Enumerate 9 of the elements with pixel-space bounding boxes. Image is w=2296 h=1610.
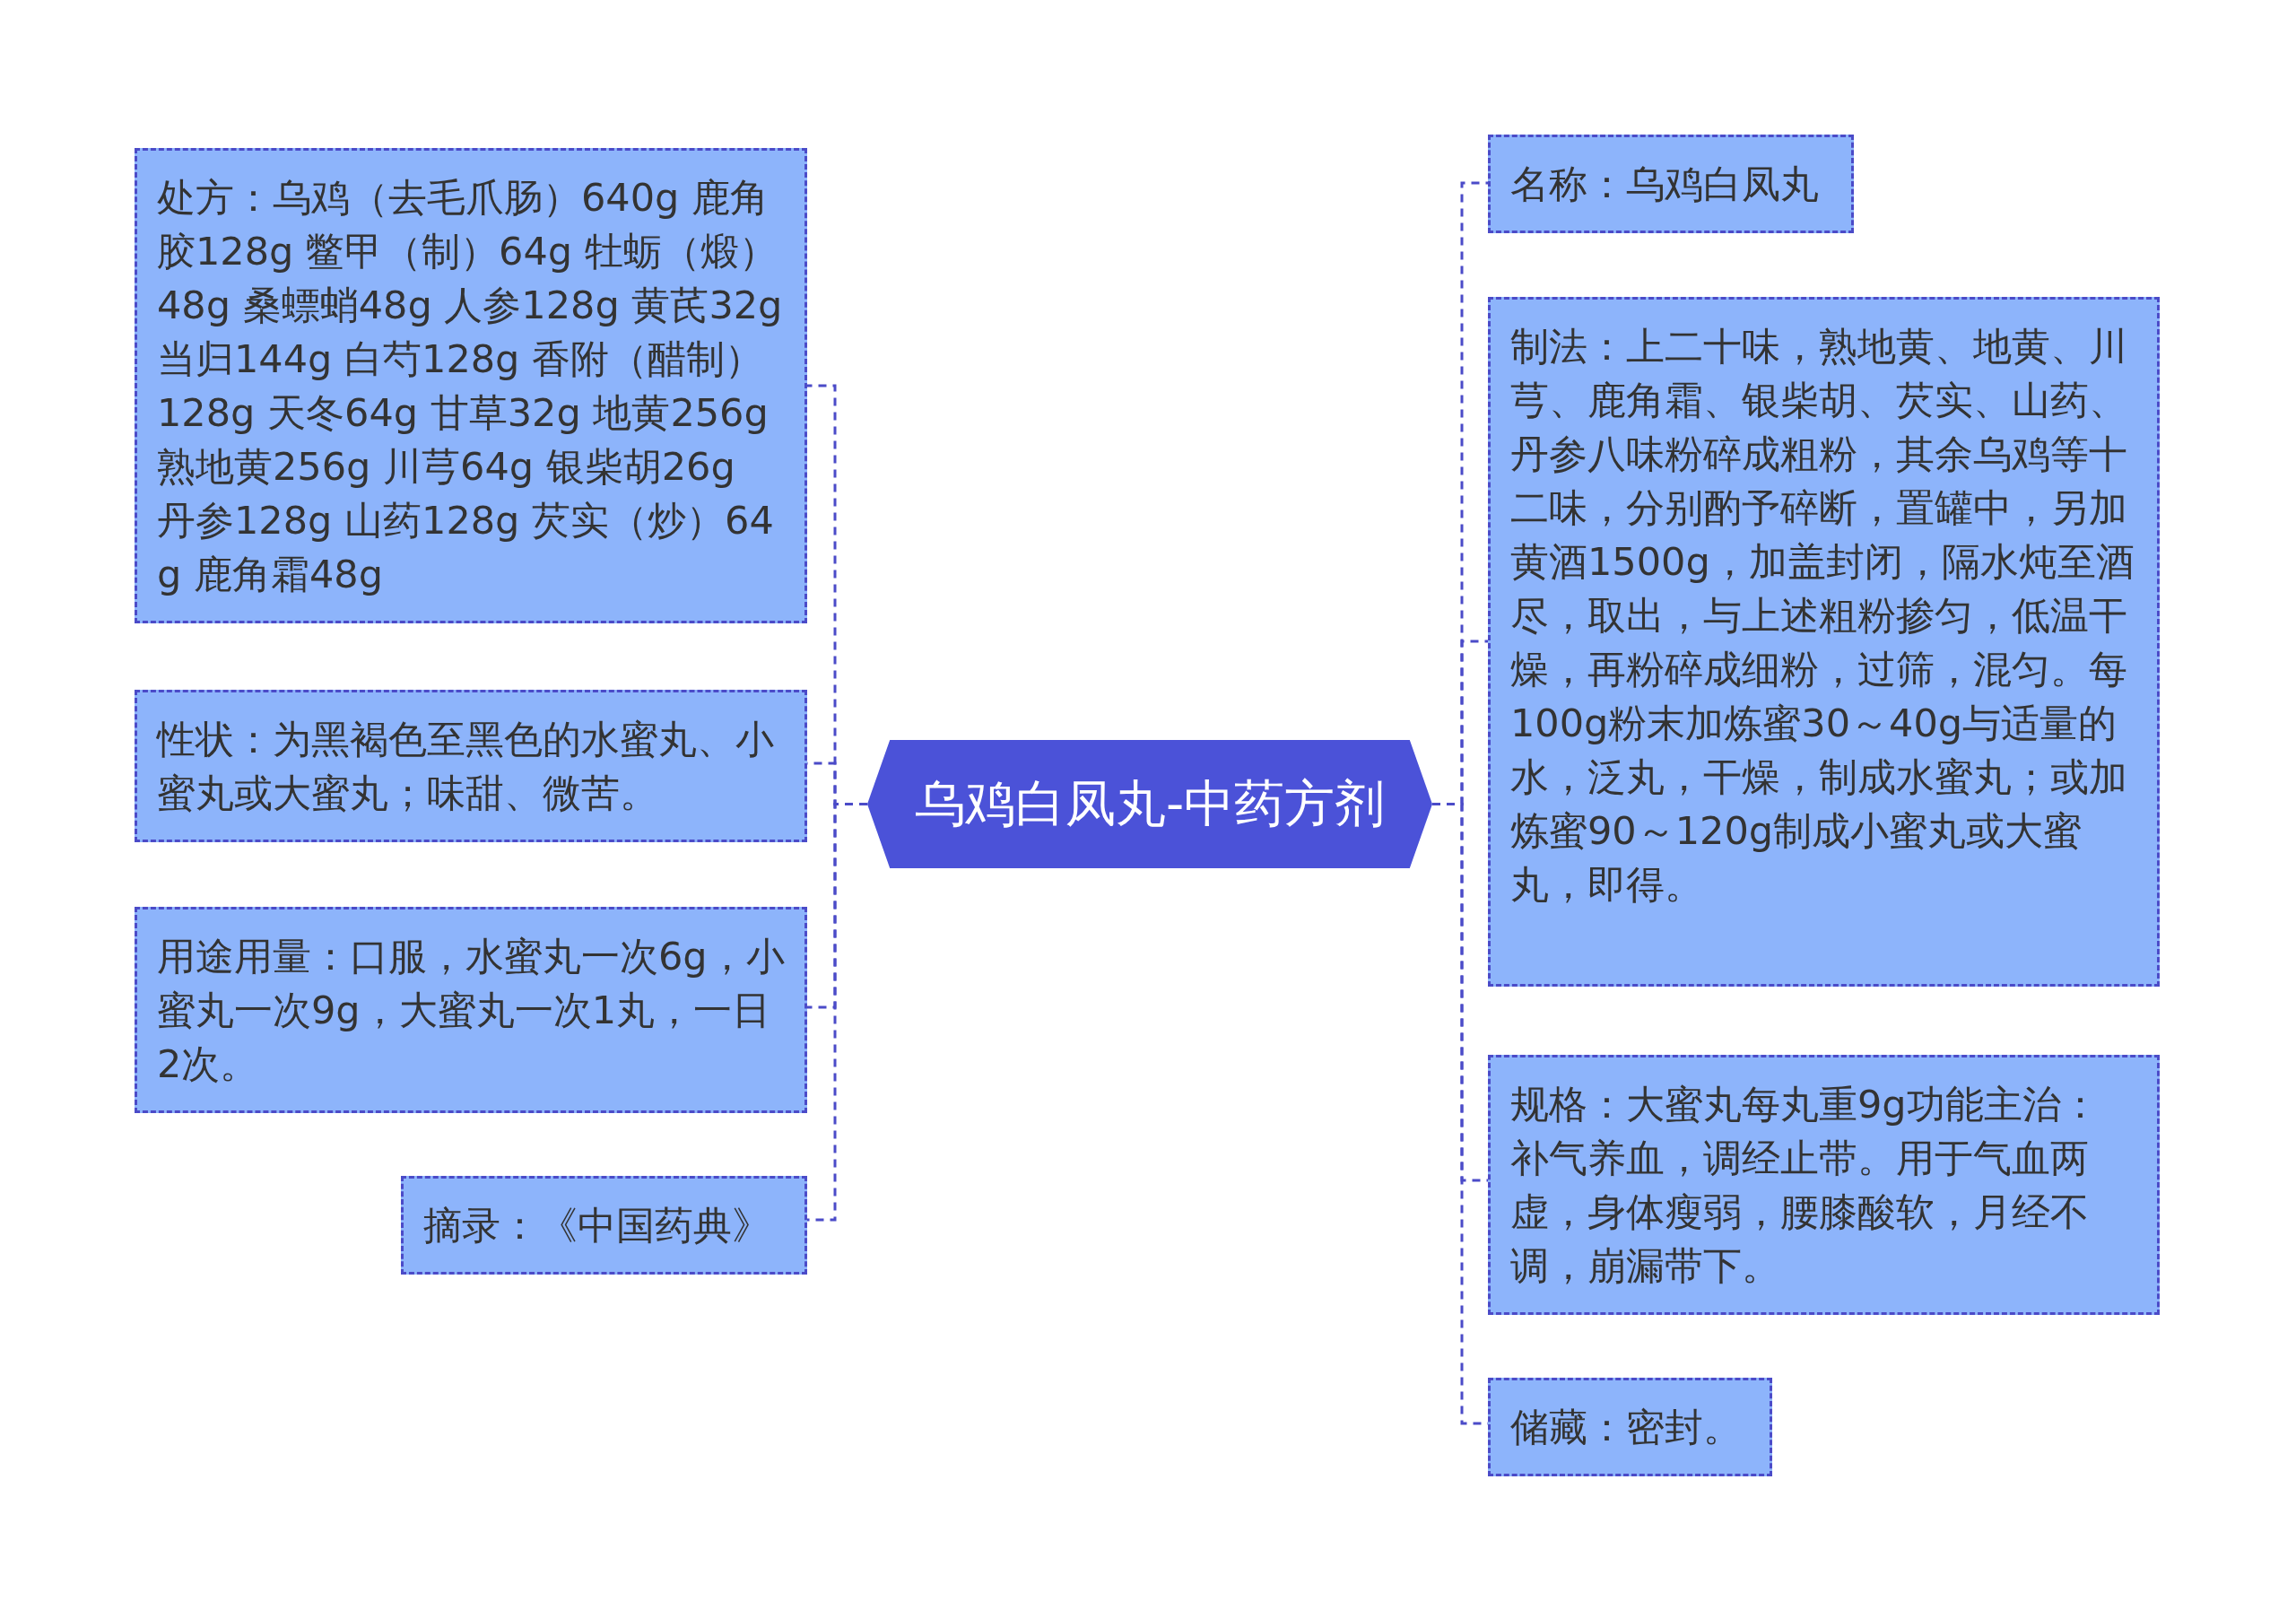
topic-card: 制法：上二十味，熟地黄、地黄、川芎、鹿角霜、银柴胡、芡实、山药、丹参八味粉碎成粗粉，其余乌鸡等十二味，分别酌予碎断，置罐中，另加黄酒1500g，加盖封闭，隔水炖至酒尽，取出，与上述粗粉掺匀，低温干燥，再粉碎成细粉，过筛，混匀。每100g粉末加炼蜜30～40g与适量的水，泛丸，干燥，制成水蜜丸；或加炼蜜90～120g制成小蜜丸或大蜜丸，即得。	[1488, 297, 2160, 987]
topic-card: 储藏：密封。	[1488, 1378, 1772, 1476]
central-topic: 乌鸡白凤丸-中药方剂	[867, 740, 1432, 868]
topic-card: 处方：乌鸡（去毛爪肠）640g 鹿角胶128g 鳖甲（制）64g 牡蛎（煅）48g 桑螵蛸48g 人参128g 黄芪32g 当归144g 白芍128g 香附（醋制）128g 天冬64g 甘草32g 地黄256g 熟地黄256g 川芎64g 银柴胡26g 丹参128g 山药128g 芡实（炒）64g 鹿角霜48g	[135, 148, 807, 623]
topic-card: 用途用量：口服，水蜜丸一次6g，小蜜丸一次9g，大蜜丸一次1丸，一日2次。	[135, 907, 807, 1113]
topic-card: 性状：为黑褐色至黑色的水蜜丸、小蜜丸或大蜜丸；味甜、微苦。	[135, 690, 807, 842]
topic-card: 规格：大蜜丸每丸重9g功能主治：补气养血，调经止带。用于气血两虚，身体瘦弱，腰膝酸软，月经不调，崩漏带下。	[1488, 1055, 2160, 1315]
topic-card: 名称：乌鸡白凤丸	[1488, 135, 1854, 233]
topic-card: 摘录：《中国药典》	[401, 1176, 807, 1275]
